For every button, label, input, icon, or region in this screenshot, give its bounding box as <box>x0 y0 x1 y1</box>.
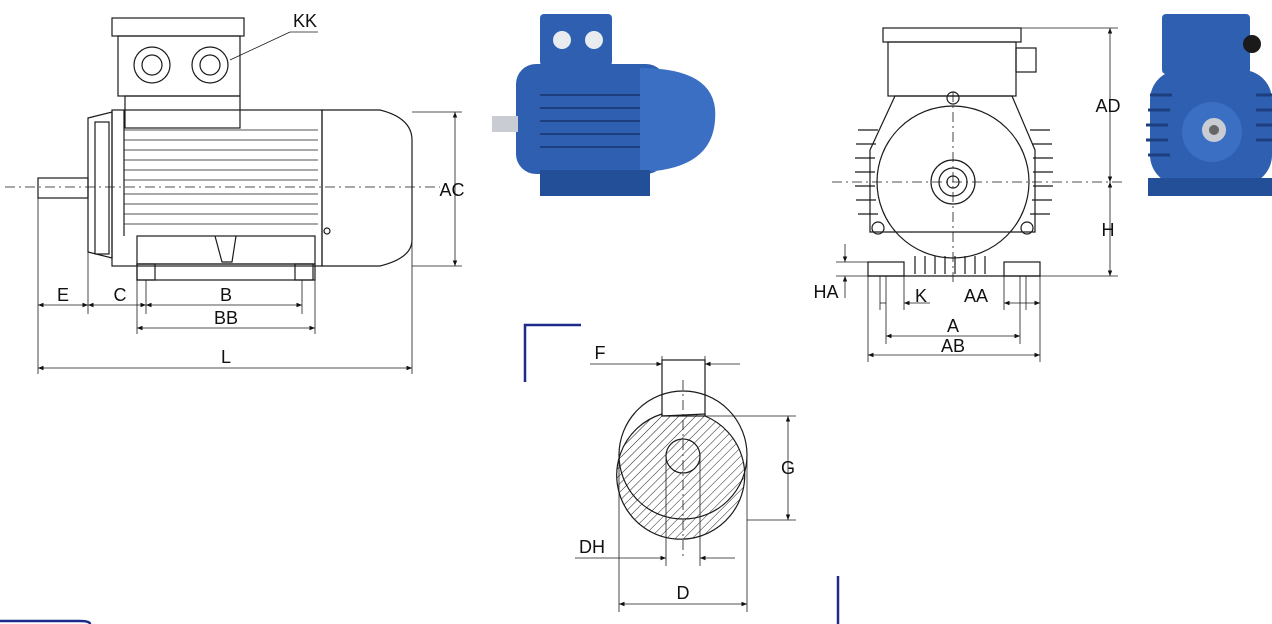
ground-screw <box>323 227 331 235</box>
bb-label: BB <box>214 308 238 328</box>
ha-label: HA <box>813 282 838 302</box>
ac-label: AC <box>439 180 464 200</box>
dh-label: DH <box>579 537 605 557</box>
cooling-fins <box>123 110 318 236</box>
b-label: B <box>220 285 232 305</box>
shaft-section: F G DH D <box>523 323 840 624</box>
l-label: L <box>221 347 231 367</box>
motor-photo-end <box>1146 14 1272 196</box>
c-label: C <box>114 285 127 305</box>
motor-photo-side <box>492 14 716 196</box>
d-label: D <box>677 583 690 603</box>
ab-label: AB <box>941 336 965 356</box>
side-view: KK AC E C B BB L <box>5 11 465 374</box>
ad-label: AD <box>1095 96 1120 116</box>
end-shield <box>876 105 1030 259</box>
kk-leader <box>229 31 291 61</box>
f-label: F <box>595 343 606 363</box>
page-tab-edge <box>0 619 92 624</box>
end-cooling-fins <box>855 129 1053 274</box>
end-foot-left <box>867 261 905 277</box>
a-label: A <box>947 316 959 336</box>
front-bearing-cap <box>94 121 110 255</box>
end-foot-right <box>1003 261 1041 277</box>
side-feet <box>136 235 316 281</box>
section-corner-mark <box>523 323 581 382</box>
key <box>661 359 706 417</box>
fan-cover <box>321 109 413 267</box>
g-label: G <box>781 458 795 478</box>
h-label: H <box>1102 220 1115 240</box>
aa-label: AA <box>964 286 988 306</box>
end-view: AD H HA K AA A AB <box>813 27 1125 362</box>
kk-label: KK <box>293 11 317 31</box>
k-label: K <box>915 286 927 306</box>
side-terminal-box <box>111 17 245 129</box>
side-shaft <box>37 177 89 199</box>
e-label: E <box>57 285 69 305</box>
shaft-cross-section <box>616 413 746 540</box>
